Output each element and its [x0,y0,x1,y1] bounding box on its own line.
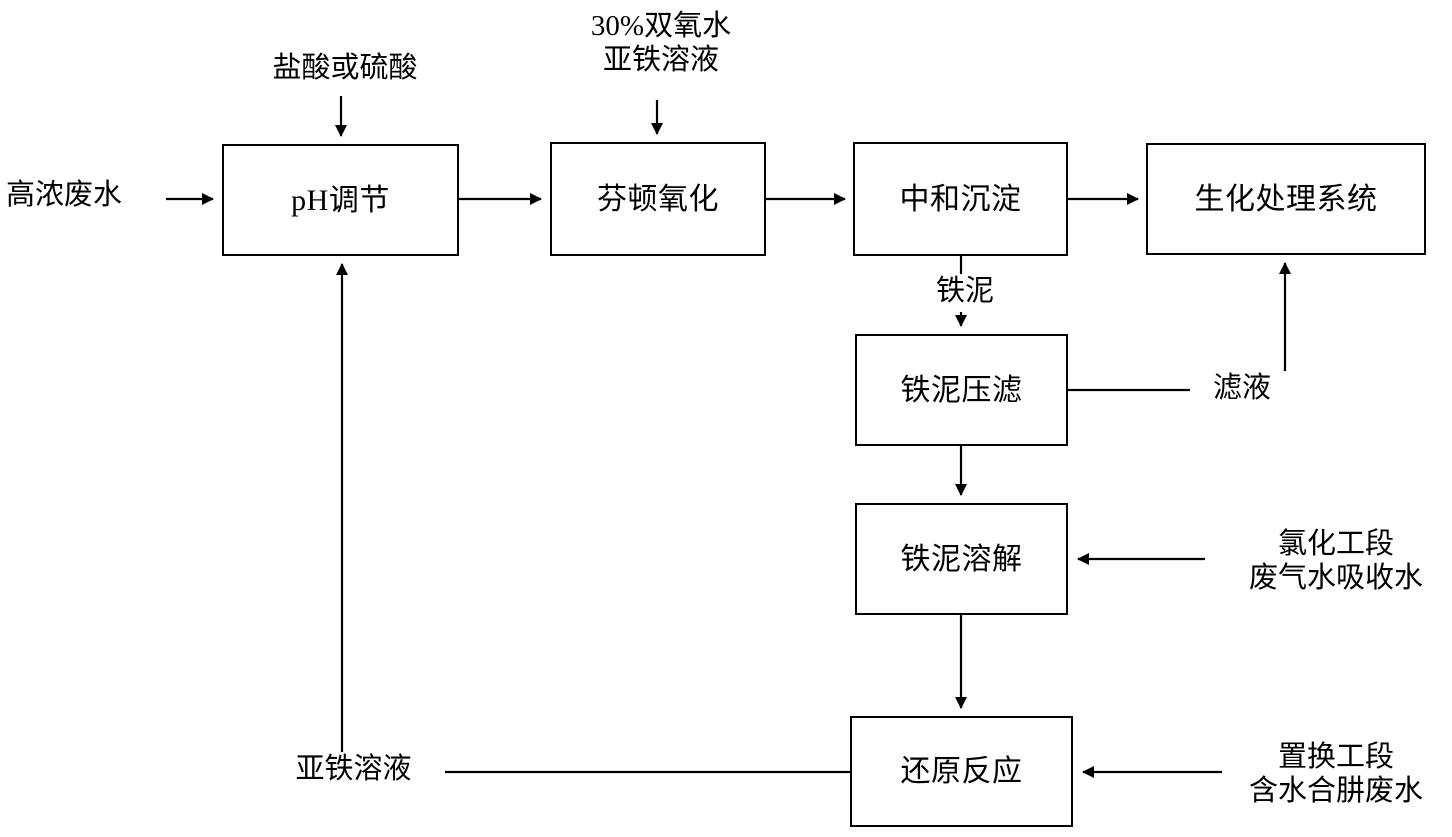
edge-label-displacement-line1: 置换工段 [1277,741,1394,773]
edge-label-peroxide-line1: 30%双氧水 [590,10,732,42]
edge-label-filtrate: 滤液 [1190,371,1294,406]
node-fenton-oxidation[interactable]: 芬顿氧化 [550,142,766,256]
node-iron-sludge-filter-press-label: 铁泥压滤 [900,373,1023,407]
edge-label-iron-sludge: 铁泥 [906,274,1024,309]
edge-label-acid-text: 盐酸或硫酸 [272,52,418,84]
edge-label-chlorination-line2: 废气水吸收水 [1248,562,1423,595]
node-fenton-oxidation-label: 芬顿氧化 [597,182,719,216]
edge-label-ferrous-recycle: 亚铁溶液 [262,752,445,787]
node-iron-sludge-dissolution-label: 铁泥溶解 [900,542,1023,576]
edge-label-influent: 高浓废水 [2,178,126,212]
edge-label-peroxide: 30%双氧水 亚铁溶液 [552,9,770,77]
node-biochemical-treatment-system-label: 生化处理系统 [1194,182,1378,216]
node-reduction-reaction-label: 还原反应 [900,755,1023,788]
node-biochemical-treatment-system[interactable]: 生化处理系统 [1146,143,1426,255]
edge-label-chlorination-section: 氯化工段 废气水吸收水 [1212,527,1452,595]
edge-label-iron-sludge-text: 铁泥 [935,275,994,307]
node-ph-adjust-label: pH调节 [291,183,390,217]
edge-label-displacement-section: 置换工段 含水合肼废水 [1212,740,1452,808]
node-neutralization-precipitation[interactable]: 中和沉淀 [853,142,1068,256]
node-neutralization-precipitation-label: 中和沉淀 [899,182,1022,216]
edge-label-influent-text: 高浓废水 [6,179,123,211]
edge-label-ferrous-recycle-text: 亚铁溶液 [295,753,412,785]
edge-label-chlorination-line1: 氯化工段 [1277,528,1394,560]
node-iron-sludge-filter-press[interactable]: 铁泥压滤 [855,334,1068,446]
edge-label-acid: 盐酸或硫酸 [236,51,454,85]
node-reduction-reaction[interactable]: 还原反应 [850,716,1073,827]
edge-label-filtrate-text: 滤液 [1212,372,1271,404]
edge-label-displacement-line2: 含水合肼废水 [1248,775,1423,808]
edge-label-peroxide-line2: 亚铁溶液 [602,44,719,77]
node-iron-sludge-dissolution[interactable]: 铁泥溶解 [855,503,1068,615]
node-ph-adjust[interactable]: pH调节 [222,144,459,256]
